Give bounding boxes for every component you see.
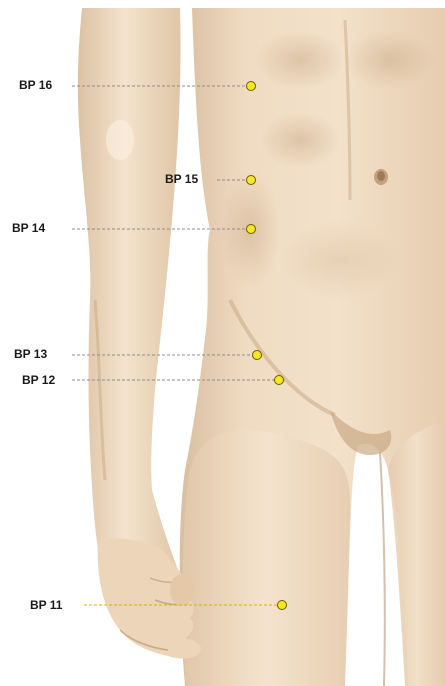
left-thigh [183,430,351,686]
elbow-highlight [106,120,134,160]
marker-bp11[interactable] [278,601,287,610]
inner-leg-line [380,452,385,686]
label-bp14: BP 14 [12,221,45,235]
label-bp13: BP 13 [14,347,47,361]
abdomen-shade-1 [255,30,345,90]
label-bp12: BP 12 [22,373,55,387]
abdomen-shade-2 [345,30,435,90]
abdomen-shade-5 [280,220,400,300]
abdomen-shade-3 [260,112,340,168]
thumb [170,574,194,606]
label-bp16: BP 16 [19,78,52,92]
marker-bp16[interactable] [247,82,256,91]
marker-bp14[interactable] [247,225,256,234]
marker-bp15[interactable] [247,176,256,185]
label-bp11: BP 11 [30,598,62,612]
marker-bp13[interactable] [253,351,262,360]
marker-bp12[interactable] [275,376,284,385]
arm [78,8,182,622]
label-bp15: BP 15 [165,172,198,186]
